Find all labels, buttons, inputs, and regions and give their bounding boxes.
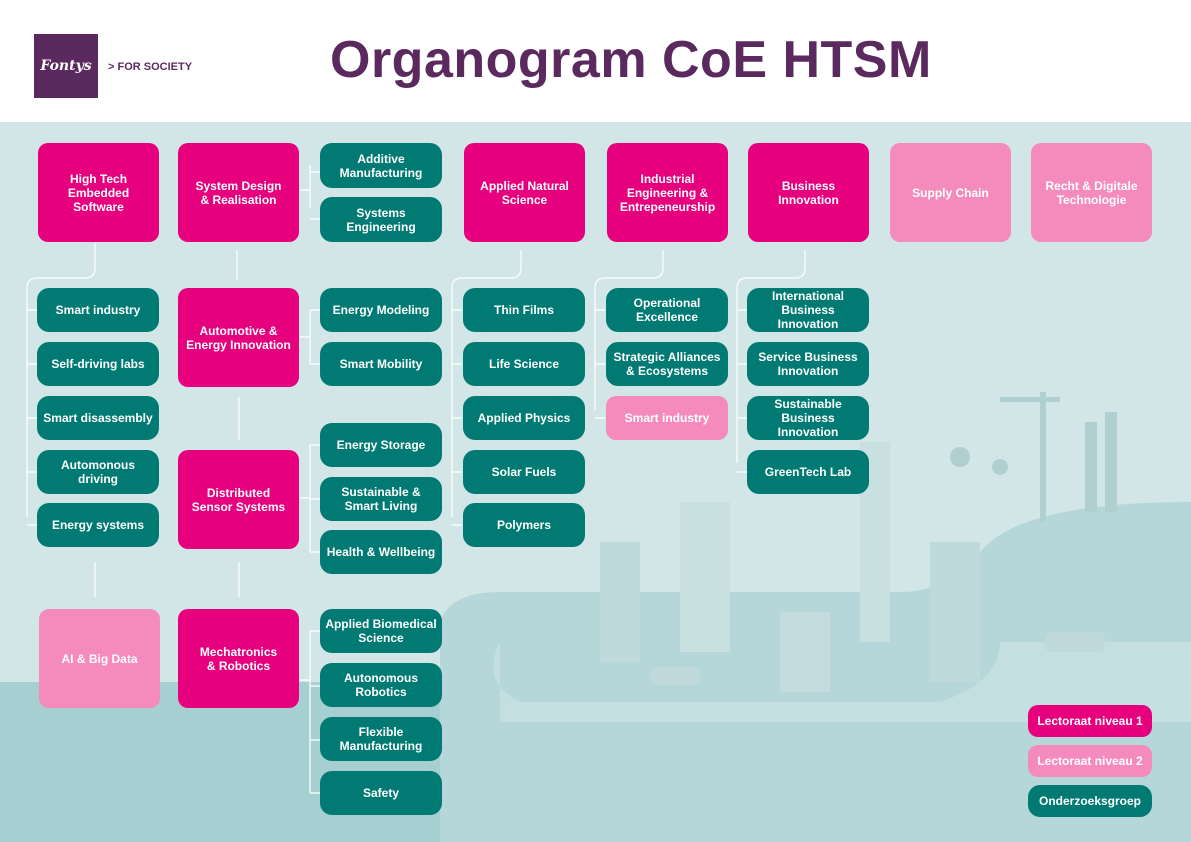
group-life-science: Life Science [463,342,585,386]
page-title: Organogram CoE HTSM [330,31,932,89]
group-service-business-innovation: Service Business Innovation [747,342,869,386]
group-sustainable-smart-living: Sustainable & Smart Living [320,477,442,521]
legend-lectoraat-niveau-1: Lectoraat niveau 1 [1028,705,1152,737]
lectoraat-business-innovation: Business Innovation [748,143,869,242]
group-energy-storage: Energy Storage [320,423,442,467]
group-flexible-manufacturing: Flexible Manufacturing [320,717,442,761]
lectoraat-smart-industry: Smart industry [606,396,728,440]
group-automonous-driving: Automonous driving [37,450,159,494]
group-applied-physics: Applied Physics [463,396,585,440]
fontys-logo: Fontys [34,34,98,98]
logo-text: Fontys [40,58,92,74]
group-energy-modeling: Energy Modeling [320,288,442,332]
group-additive-manufacturing: Additive Manufacturing [320,143,442,188]
lectoraat-industrial-engineering-entrepeneurship: Industrial Engineering & Entrepeneurship [607,143,728,242]
group-self-driving-labs: Self-driving labs [37,342,159,386]
lectoraat-supply-chain: Supply Chain [890,143,1011,242]
lectoraat-high-tech-embedded-software: High Tech Embedded Software [38,143,159,242]
group-thin-films: Thin Films [463,288,585,332]
group-international-business-innovation: International Business Innovation [747,288,869,332]
lectoraat-mechatronics-robotics: Mechatronics & Robotics [178,609,299,708]
lectoraat-applied-natural-science: Applied Natural Science [464,143,585,242]
group-greentech-lab: GreenTech Lab [747,450,869,494]
tagline: > FOR SOCIETY [108,61,193,73]
lectoraat-automotive-energy-innovation: Automotive & Energy Innovation [178,288,299,387]
city-illustration [0,122,1191,842]
group-health-wellbeing: Health & Wellbeing [320,530,442,574]
group-strategic-alliances-ecosystems: Strategic Alliances & Ecosystems [606,342,728,386]
group-energy-systems: Energy systems [37,503,159,547]
lectoraat-ai-big-data: AI & Big Data [39,609,160,708]
group-systems-engineering: Systems Engineering [320,197,442,242]
group-polymers: Polymers [463,503,585,547]
legend-lectoraat-niveau-2: Lectoraat niveau 2 [1028,745,1152,777]
group-operational-excellence: Operational Excellence [606,288,728,332]
group-smart-mobility: Smart Mobility [320,342,442,386]
group-sustainable-business-innovation: Sustainable Business Innovation [747,396,869,440]
group-smart-disassembly: Smart disassembly [37,396,159,440]
lectoraat-recht-digitale-technologie: Recht & Digitale Technologie [1031,143,1152,242]
group-applied-biomedical-science: Applied Biomedical Science [320,609,442,653]
group-solar-fuels: Solar Fuels [463,450,585,494]
group-safety: Safety [320,771,442,815]
group-smart-industry: Smart industry [37,288,159,332]
lectoraat-system-design-realisation: System Design & Realisation [178,143,299,242]
group-autonomous-robotics: Autonomous Robotics [320,663,442,707]
legend-onderzoeksgroep: Onderzoeksgroep [1028,785,1152,817]
lectoraat-distributed-sensor-systems: Distributed Sensor Systems [178,450,299,549]
